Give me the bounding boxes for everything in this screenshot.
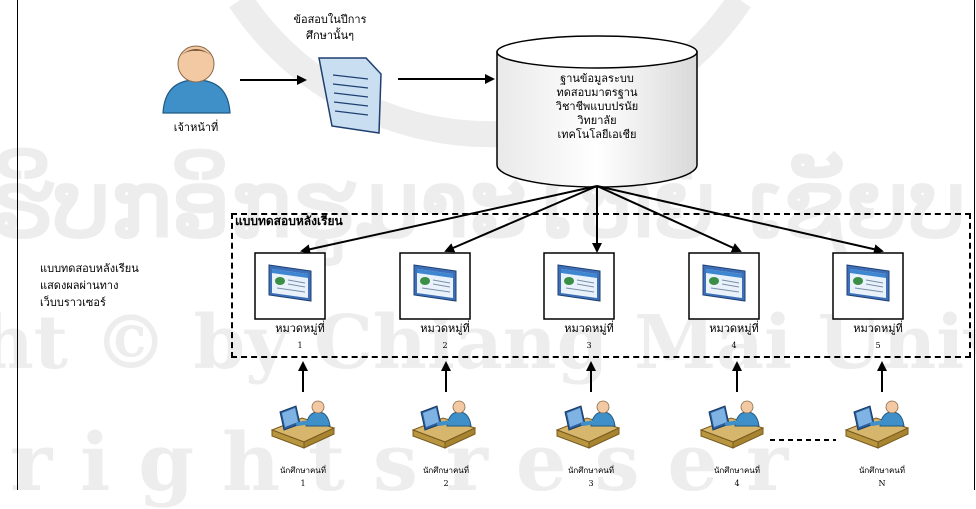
diagram-frame [17, 0, 975, 490]
student-label-3: นักศึกษาคนที่ [567, 466, 615, 475]
student-icon-4 [699, 399, 765, 450]
fan-arrows [300, 185, 884, 255]
document-icon [318, 57, 382, 134]
category-label-1: หมวดหมู่ที่ [275, 322, 325, 335]
side-note-line-3: เว็บบราวเซอร์ [40, 296, 106, 309]
test-group-label: แบบทดสอบหลังเรียน [235, 214, 343, 228]
category-label-5: หมวดหมู่ที่ [853, 322, 903, 335]
student-num-5: N [878, 479, 886, 488]
student-icon-2 [411, 399, 477, 450]
staff-label: เจ้าหน้าที่ [173, 121, 219, 134]
monitor-icon-3 [543, 252, 615, 320]
category-label-3: หมวดหมู่ที่ [564, 322, 614, 335]
category-label-4: หมวดหมู่ที่ [709, 322, 759, 335]
db-line-1: ฐานข้อมูลระบบ [560, 72, 634, 85]
student-arrows [298, 361, 887, 392]
student-label-1: นักศึกษาคนที่ [279, 466, 327, 475]
db-line-2: ทดสอบมาตรฐาน [556, 86, 638, 99]
staff-person-icon [162, 45, 231, 114]
side-note-line-2: แสดงผลผ่านทาง [40, 279, 119, 292]
student-icon-5 [844, 399, 910, 450]
category-num-3: 3 [586, 341, 592, 350]
db-line-5: เทคโนโลยีเอเชีย [557, 128, 637, 141]
student-num-4: 4 [734, 479, 740, 488]
student-num-1: 1 [300, 479, 306, 488]
monitor-icon-5 [832, 252, 904, 320]
category-num-2: 2 [442, 341, 448, 350]
student-label-2: นักศึกษาคนที่ [422, 466, 470, 475]
doc-label-line-1: ข้อสอบในปีการ [293, 13, 367, 26]
category-label-2: หมวดหมู่ที่ [420, 322, 470, 335]
db-line-3: วิชาชีพแบบปรนัย [555, 100, 639, 113]
student-icon-1 [270, 399, 336, 450]
category-num-5: 5 [875, 341, 881, 350]
monitor-icon-4 [688, 252, 760, 320]
database-icon [496, 35, 698, 188]
category-num-1: 1 [297, 341, 303, 350]
db-line-4: วิทยาลัย [577, 114, 617, 127]
diagram-graphics [162, 35, 910, 450]
student-label-5: นักศึกษาคนที่ [858, 466, 906, 475]
monitor-icon-1 [254, 252, 326, 320]
monitor-icon-2 [399, 252, 471, 320]
student-icon-3 [555, 399, 621, 450]
student-num-2: 2 [443, 479, 449, 488]
doc-label-line-2: ศึกษานั้นๆ [305, 29, 355, 42]
student-num-3: 3 [588, 479, 594, 488]
side-note-line-1: แบบทดสอบหลังเรียน [40, 262, 139, 275]
category-num-4: 4 [731, 341, 737, 350]
test-group-boundary [231, 213, 971, 358]
database-label: ฐานข้อมูลระบบ ทดสอบมาตรฐาน วิชาชีพแบบปรน… [497, 72, 697, 142]
student-label-4: นักศึกษาคนที่ [713, 466, 761, 475]
